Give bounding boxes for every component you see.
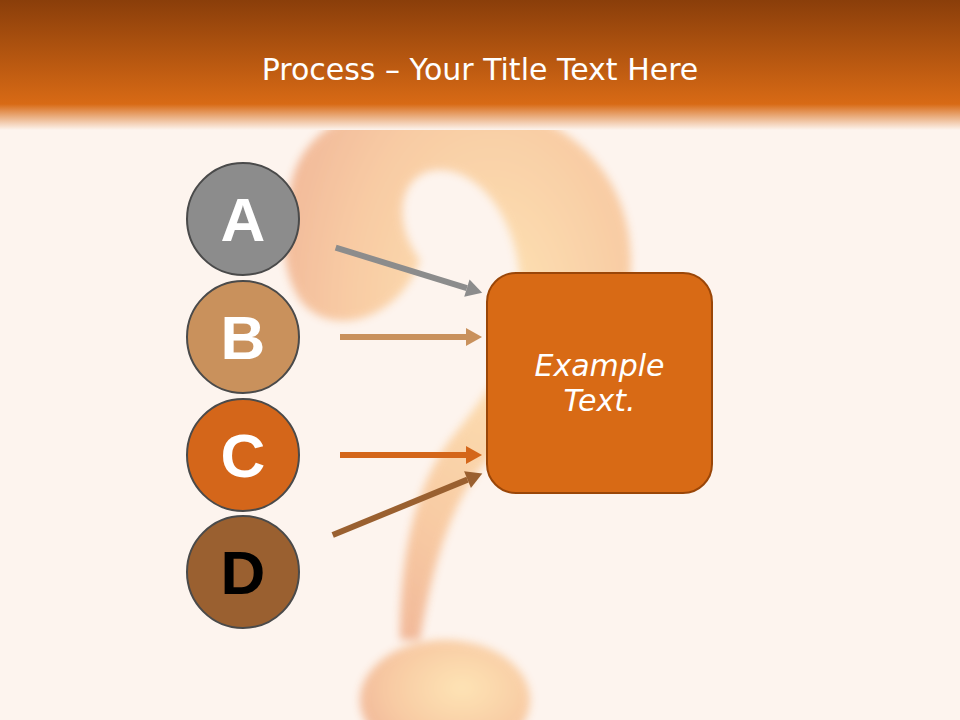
circle-letter: C: [221, 420, 266, 491]
arrow-connector: [340, 446, 482, 464]
arrow-head: [466, 446, 482, 464]
arrow-line: [340, 334, 466, 340]
arrow-head: [466, 328, 482, 346]
letter-circle: B: [186, 280, 300, 394]
arrow-head: [464, 280, 482, 297]
arrow-connector: [333, 471, 483, 535]
arrow-line: [340, 452, 466, 458]
arrow-line: [333, 480, 468, 535]
letter-circle: A: [186, 162, 300, 276]
header-bar: [0, 0, 960, 130]
arrow-line: [336, 248, 467, 288]
slide-title: Process – Your Title Text Here: [0, 52, 960, 87]
circle-letter: B: [221, 302, 266, 373]
arrow-connector: [336, 248, 482, 297]
circle-letter: A: [221, 184, 266, 255]
text-box: Example Text.: [486, 272, 713, 494]
circle-letter: D: [221, 537, 266, 608]
letter-circle: D: [186, 515, 300, 629]
box-text: Example Text.: [504, 348, 695, 418]
arrow-head: [464, 471, 482, 488]
arrow-connector: [340, 328, 482, 346]
letter-circle: C: [186, 398, 300, 512]
